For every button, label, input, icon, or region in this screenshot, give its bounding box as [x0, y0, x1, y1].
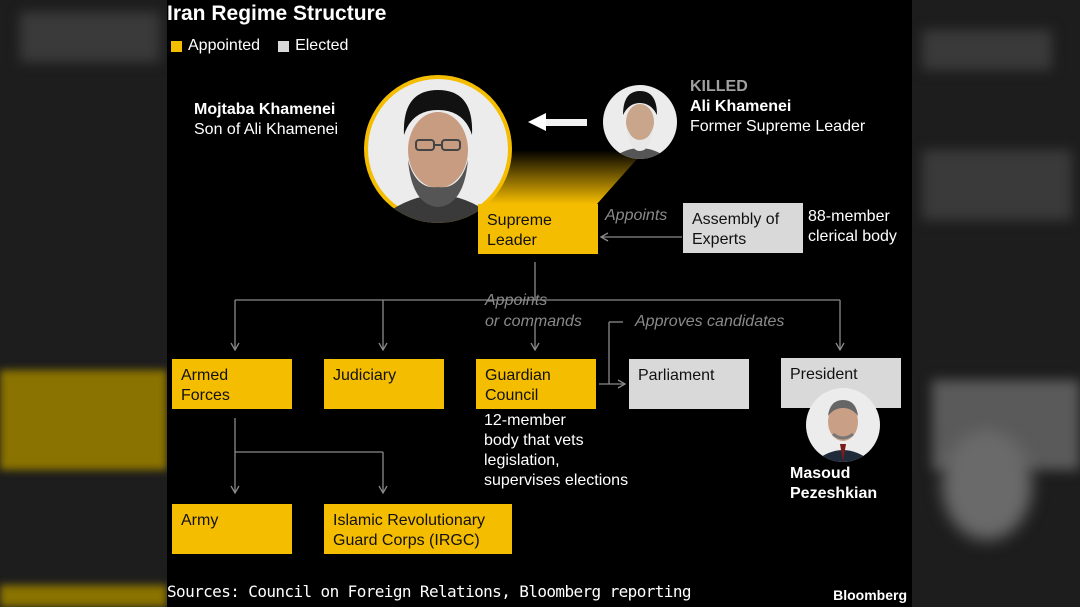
assembly-note-line-2: clerical body	[808, 228, 897, 245]
guardian-note-line-1: 12-member	[484, 412, 566, 429]
right-blurred-background	[912, 0, 1080, 607]
mojtaba-name: Mojtaba Khamenei	[194, 101, 336, 118]
ali-caption: KILLED Ali Khamenei Former Supreme Leade…	[690, 77, 865, 137]
judiciary-box: Judiciary	[324, 359, 444, 409]
legend: Appointed Elected	[171, 37, 348, 55]
mojtaba-desc: Son of Ali Khamenei	[194, 121, 339, 138]
appoints-or-commands-line-1: Appoints	[485, 292, 548, 309]
appoints-or-commands-line-2: or commands	[485, 313, 582, 330]
bloomberg-logo: Bloomberg	[833, 587, 907, 603]
assembly-line-2: Experts	[692, 231, 747, 248]
army-box: Army	[172, 504, 292, 554]
armed-forces-line-2: Forces	[181, 387, 230, 404]
approves-candidates-label: Approves candidates	[635, 313, 785, 330]
mojtaba-caption: Mojtaba Khamenei Son of Ali Khamenei	[194, 100, 338, 140]
irgc-box: Islamic Revolutionary Guard Corps (IRGC)	[324, 504, 512, 554]
president-name: Masoud Pezeshkian	[790, 464, 877, 504]
guardian-note-line-3: legislation,	[484, 452, 560, 469]
supreme-leader-box: Supreme Leader	[478, 204, 598, 254]
armed-forces-box: Armed Forces	[172, 359, 292, 409]
appoints-or-commands-label: Appoints or commands	[485, 290, 582, 332]
irgc-line-1: Islamic Revolutionary	[333, 512, 486, 529]
guardian-council-note: 12-member body that vets legislation, su…	[484, 411, 628, 491]
assembly-note: 88-member clerical body	[808, 207, 897, 247]
guardian-note-line-4: supervises elections	[484, 472, 629, 489]
ali-khamenei-portrait	[603, 85, 677, 159]
guardian-note-line-2: body that vets	[484, 432, 584, 449]
parliament-box: Parliament	[629, 359, 749, 409]
guardian-council-box: Guardian Council	[476, 359, 596, 409]
assembly-note-line-1: 88-member	[808, 208, 890, 225]
legend-appointed-label: Appointed	[188, 37, 261, 54]
armed-forces-line-1: Armed	[181, 367, 229, 384]
ali-name: Ali Khamenei	[690, 98, 792, 115]
president-box: President	[781, 358, 901, 408]
infographic-panel: Iran Regime Structure Appointed Elected …	[167, 0, 912, 607]
president-first-name: Masoud	[790, 465, 851, 482]
irgc-line-2: Guard Corps (IRGC)	[333, 532, 480, 549]
president-last-name: Pezeshkian	[790, 485, 878, 502]
supreme-leader-line-1: Supreme	[487, 212, 552, 229]
appoints-label: Appoints	[605, 207, 668, 224]
mojtaba-portrait	[364, 75, 512, 223]
page-title: Iran Regime Structure	[167, 2, 387, 25]
supreme-leader-line-2: Leader	[487, 232, 537, 249]
legend-elected-label: Elected	[295, 37, 349, 54]
succession-arrow	[528, 113, 587, 131]
guardian-council-line-1: Guardian	[485, 367, 551, 384]
killed-label: KILLED	[690, 78, 748, 95]
assembly-of-experts-box: Assembly of Experts	[683, 203, 803, 253]
ali-desc: Former Supreme Leader	[690, 118, 866, 135]
pezeshkian-portrait	[806, 388, 880, 462]
legend-swatch-appointed	[171, 40, 182, 52]
sources-footer: Sources: Council on Foreign Relations, B…	[167, 582, 692, 601]
assembly-line-1: Assembly of	[692, 211, 780, 228]
legend-swatch-elected	[278, 40, 290, 52]
left-blurred-background	[0, 0, 167, 607]
guardian-council-line-2: Council	[485, 387, 539, 404]
